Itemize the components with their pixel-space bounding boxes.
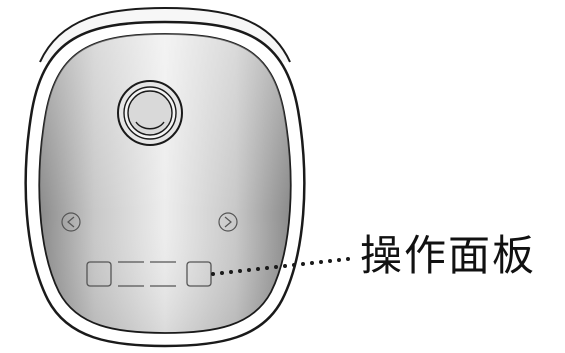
- lid-release-button: [117, 80, 183, 146]
- left-arrow-icon: [61, 212, 81, 232]
- operation-panel-label: 操作面板: [360, 231, 537, 280]
- control-panel: [86, 261, 212, 287]
- lid-shading: [39, 34, 291, 333]
- callout-leader: [211, 257, 350, 276]
- right-arrow-icon: [218, 212, 238, 232]
- panel-button: [86, 261, 112, 287]
